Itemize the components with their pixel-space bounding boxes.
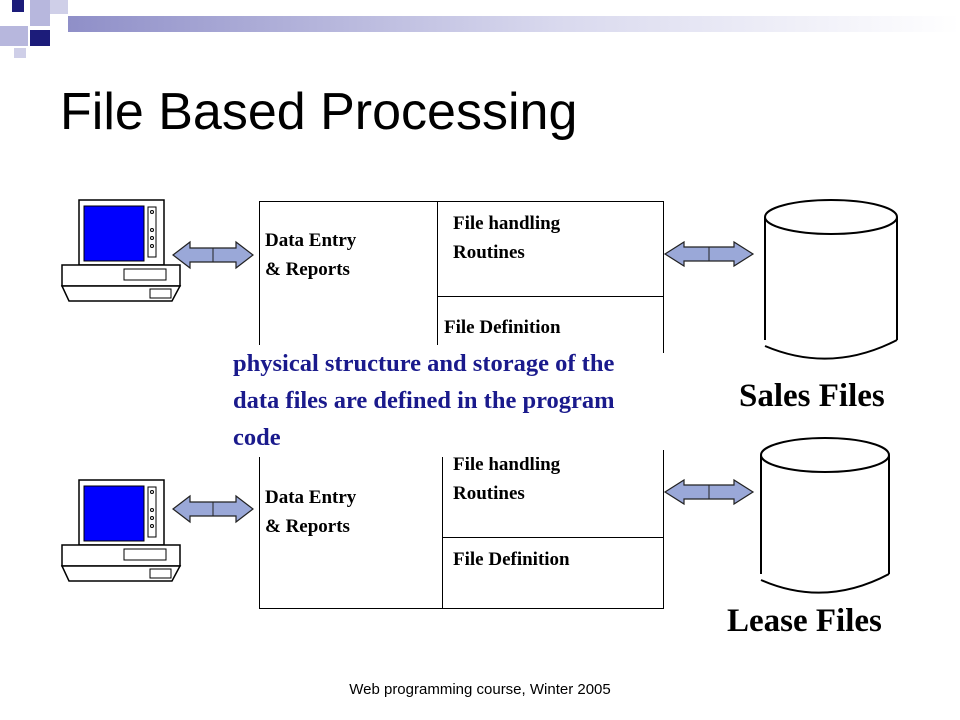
double-arrow-icon <box>663 478 755 506</box>
double-arrow-icon <box>663 240 755 268</box>
program-divider <box>437 201 438 346</box>
computer-icon <box>60 479 182 582</box>
database-cylinder-icon <box>760 437 890 594</box>
lease-files-label: Lease Files <box>727 603 882 639</box>
program-box <box>259 450 664 609</box>
program-divider <box>442 537 663 538</box>
data-entry-label: Data Entry & Reports <box>265 230 357 280</box>
slide-title: File Based Processing <box>60 83 578 141</box>
header-decoration <box>0 0 960 58</box>
file-definition-label: File Definition <box>453 549 570 570</box>
note-text: physical structure and storage of the da… <box>229 345 663 457</box>
file-handling-label: File handling Routines <box>453 213 561 263</box>
file-handling-label: File handling Routines <box>453 454 561 504</box>
sales-files-label: Sales Files <box>739 378 885 414</box>
program-divider <box>442 450 443 608</box>
computer-icon <box>60 199 182 302</box>
double-arrow-icon <box>172 240 254 270</box>
data-entry-label: Data Entry & Reports <box>265 487 357 537</box>
program-divider <box>437 296 663 297</box>
database-cylinder-icon <box>764 199 898 360</box>
file-definition-label: File Definition <box>444 317 561 338</box>
slide-footer: Web programming course, Winter 2005 <box>349 681 611 698</box>
double-arrow-icon <box>172 494 254 524</box>
